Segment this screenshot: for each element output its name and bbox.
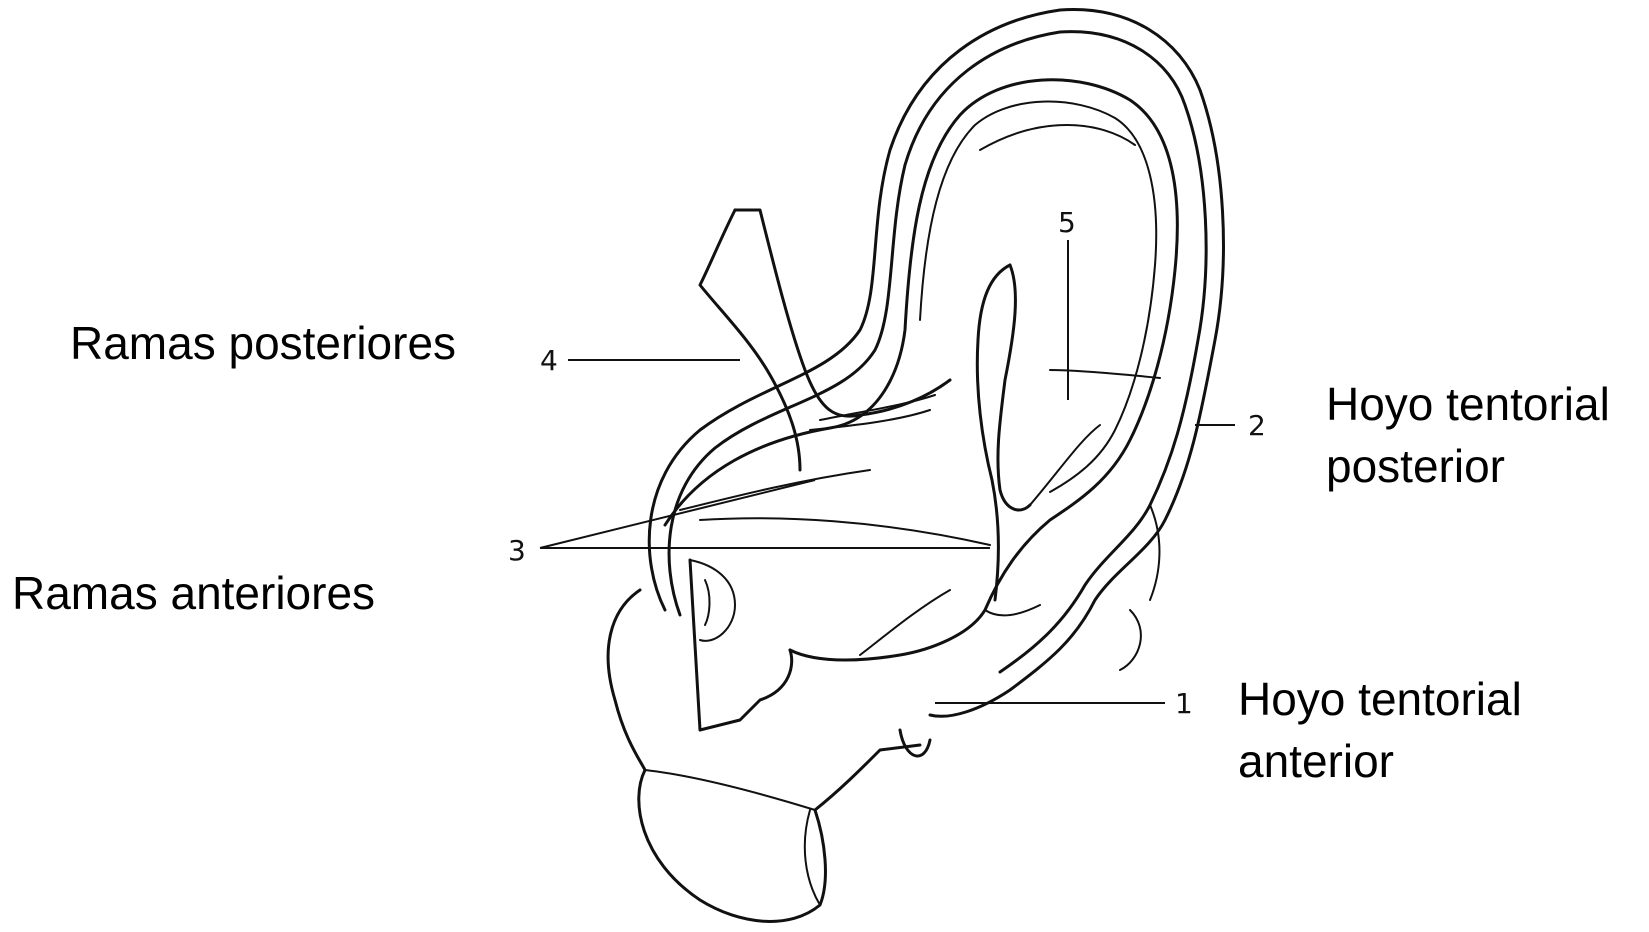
caption-hoyo-anterior-line1: Hoyo tentorial (1238, 668, 1522, 730)
caption-hoyo-posterior-line1: Hoyo tentorial (1326, 373, 1610, 435)
caption-hoyo-posterior: Hoyo tentorial posterior (1326, 373, 1610, 497)
caption-hoyo-anterior-line2: anterior (1238, 730, 1522, 792)
caption-ramas-anteriores: Ramas anteriores (12, 562, 375, 624)
caption-hoyo-posterior-line2: posterior (1326, 435, 1610, 497)
caption-ramas-posteriores: Ramas posteriores (70, 312, 456, 374)
anterior-branches (680, 470, 1040, 655)
number-4: 4 (540, 344, 558, 377)
number-3: 3 (508, 534, 526, 567)
number-2: 2 (1248, 409, 1266, 442)
caption-hoyo-anterior: Hoyo tentorial anterior (1238, 668, 1522, 792)
anterior-notch (690, 560, 792, 730)
leader-3-upper (540, 480, 815, 548)
number-5: 5 (1058, 206, 1076, 239)
anterior-base-mass (608, 590, 930, 921)
number-1: 1 (1175, 687, 1193, 720)
tentorium-inner-rim (665, 80, 1177, 660)
